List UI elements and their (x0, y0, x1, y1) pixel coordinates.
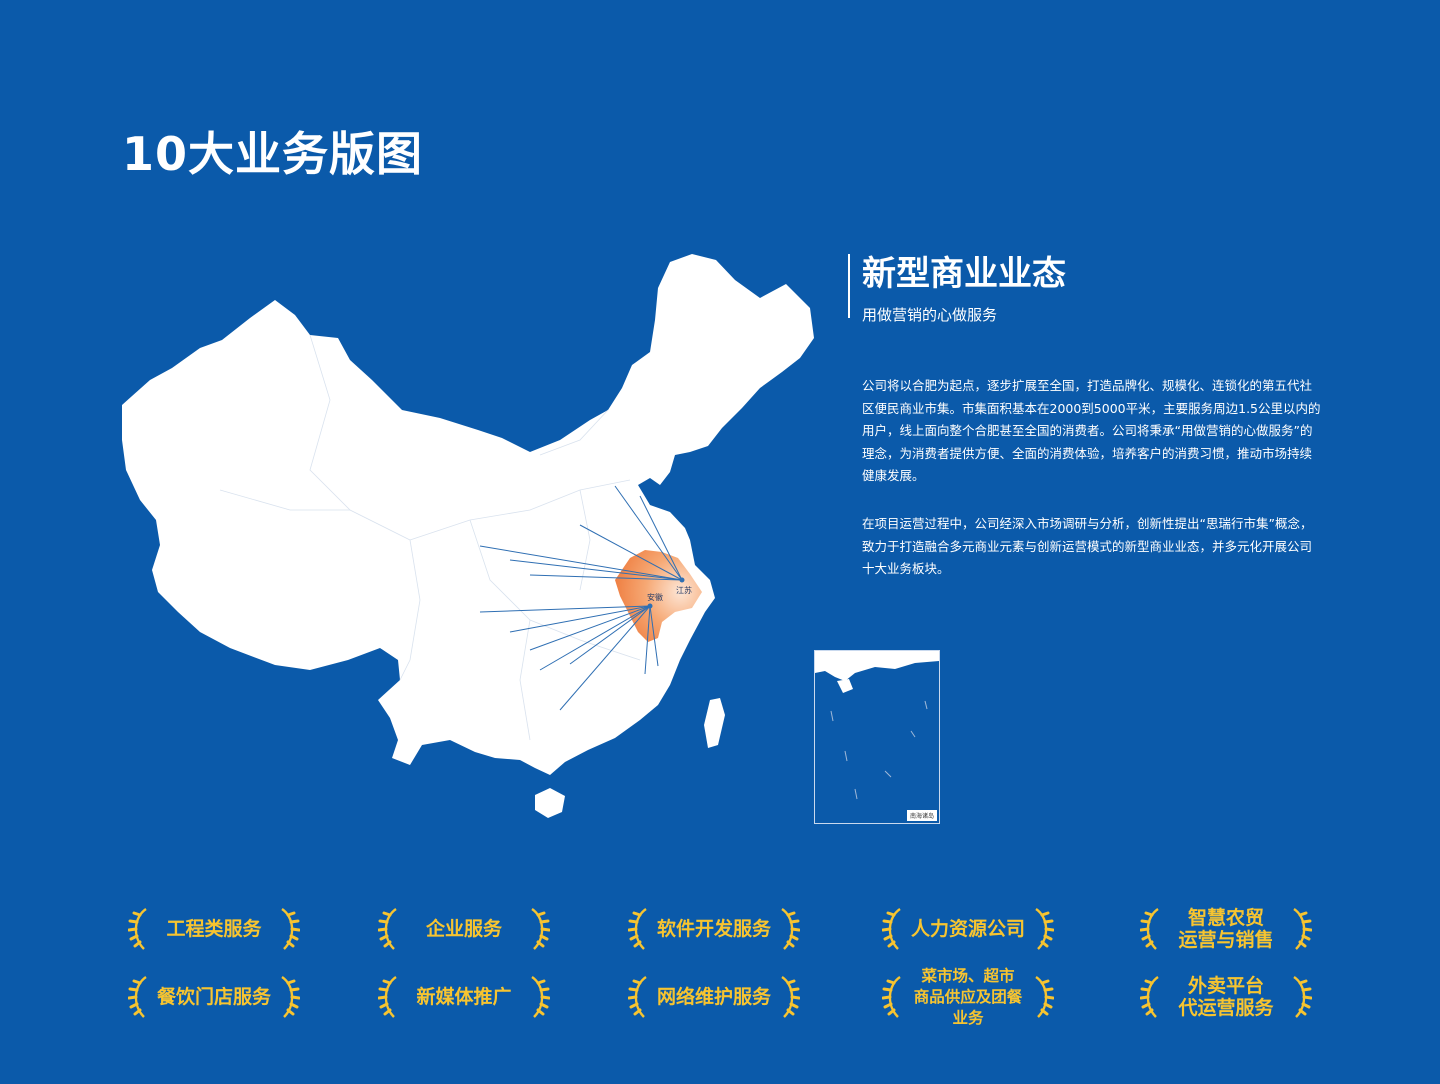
laurel-left-icon (1139, 907, 1162, 951)
inset-svg (815, 651, 939, 800)
laurel-left-icon (127, 907, 150, 951)
jiangsu-label: 江苏 (676, 585, 692, 595)
laurel-left-icon (377, 907, 400, 951)
laurel-right-icon (778, 907, 801, 951)
laurel-left-icon (627, 975, 650, 1019)
connector-lines (479, 485, 683, 711)
south-china-sea-inset: 南海诸岛 (814, 650, 940, 824)
business-badge: 新媒体推广 (377, 971, 551, 1023)
business-label: 智慧农贸 运营与销售 (1178, 907, 1274, 951)
intro-paragraph: 公司将以合肥为起点，逐步扩展至全国，打造品牌化、规模化、连锁化的第五代社区便民商… (862, 378, 1321, 483)
concept-paragraph: 在项目运营过程中，公司经深入市场调研与分析，创新性提出“思瑞行市集”概念，致力于… (862, 516, 1313, 576)
china-map-svg: 江苏 安徽 (122, 254, 814, 818)
section-subheading: 用做营销的心做服务 (862, 306, 998, 324)
laurel-left-icon (881, 975, 904, 1019)
laurel-left-icon (127, 975, 150, 1019)
business-badge: 餐饮门店服务 (127, 971, 301, 1023)
business-label: 人力资源公司 (910, 918, 1025, 940)
business-label: 新媒体推广 (416, 986, 512, 1008)
laurel-left-icon (627, 907, 650, 951)
business-label: 菜市场、超市 商品供应及团餐业务 (913, 966, 1023, 1027)
business-label: 企业服务 (425, 918, 502, 940)
laurel-left-icon (377, 975, 400, 1019)
business-badge: 企业服务 (377, 903, 551, 955)
section-header: 新型商业业态 用做营销的心做服务 (848, 254, 1318, 325)
business-badge: 工程类服务 (127, 903, 301, 955)
business-badge: 软件开发服务 (627, 903, 801, 955)
business-badge: 菜市场、超市 商品供应及团餐业务 (881, 967, 1055, 1027)
laurel-left-icon (881, 907, 904, 951)
laurel-right-icon (278, 975, 301, 1019)
laurel-right-icon (1290, 907, 1313, 951)
laurel-right-icon (1290, 975, 1313, 1019)
section-accent-bar (848, 254, 850, 318)
business-badge: 人力资源公司 (881, 903, 1055, 955)
business-label: 外卖平台 代运营服务 (1178, 975, 1274, 1019)
anhui-label: 安徽 (647, 592, 663, 602)
section-heading: 新型商业业态 (862, 254, 1066, 294)
business-label: 工程类服务 (166, 918, 262, 940)
laurel-right-icon (528, 975, 551, 1019)
taiwan-island (704, 698, 725, 748)
business-label: 餐饮门店服务 (156, 986, 271, 1008)
inset-label: 南海诸岛 (906, 810, 937, 821)
province-borders (219, 334, 641, 741)
business-badge: 网络维护服务 (627, 971, 801, 1023)
laurel-right-icon (1032, 907, 1055, 951)
laurel-left-icon (1139, 975, 1162, 1019)
mainland-shape (122, 254, 814, 775)
business-badge: 智慧农贸 运营与销售 (1139, 903, 1313, 955)
page-title: 10大业务版图 (122, 127, 424, 181)
jiangsu-anhui-highlight (615, 550, 702, 642)
business-label: 网络维护服务 (656, 986, 771, 1008)
laurel-right-icon (1032, 975, 1055, 1019)
laurel-right-icon (278, 907, 301, 951)
business-label: 软件开发服务 (656, 918, 771, 940)
laurel-right-icon (778, 975, 801, 1019)
laurel-right-icon (528, 907, 551, 951)
business-badge: 外卖平台 代运营服务 (1139, 971, 1313, 1023)
china-map: 江苏 安徽 (110, 240, 830, 830)
hainan-island (535, 788, 565, 818)
